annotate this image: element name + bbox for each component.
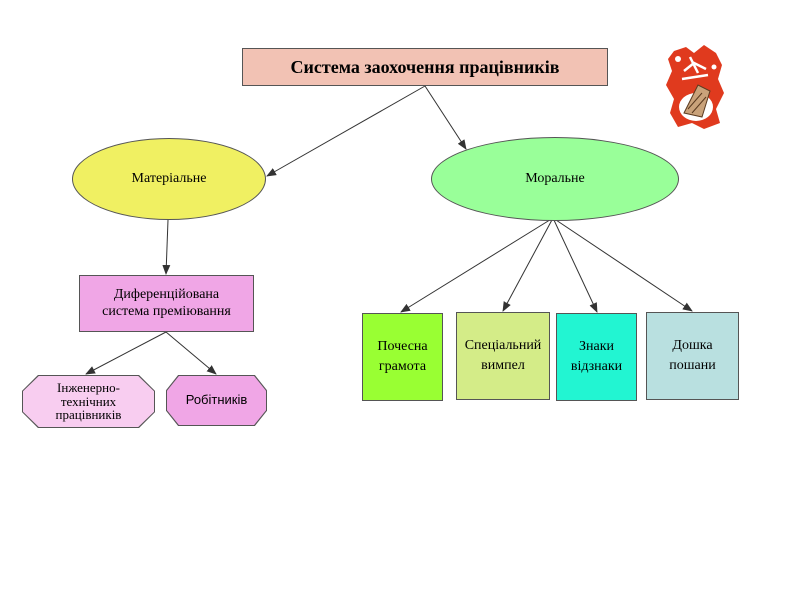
moral-item-honor-board: Дошка пошани (646, 312, 739, 400)
arrow-moral-item4 (552, 217, 693, 312)
award-emblem-icon (666, 45, 724, 129)
moral-item-badges: Знаки відзнаки (556, 313, 637, 401)
moral-item-label: Знаки відзнаки (570, 339, 623, 374)
differentiated-bonus-node: Диференційована система преміювання (79, 275, 254, 332)
root-label: Система заохочення працівників (290, 56, 560, 77)
moral-item-label: Почесна грамота (377, 339, 428, 374)
workers-node: Робітників (167, 376, 266, 425)
root-node: Система заохочення працівників (242, 48, 608, 86)
arrow-root-moral (424, 85, 467, 150)
differentiated-label: Диференційована система преміювання (102, 287, 231, 319)
workers-label: Робітників (185, 392, 248, 408)
arrow-moral-item3 (552, 217, 598, 313)
arrow-differentiated-workers (165, 331, 217, 375)
arrow-moral-item2 (502, 217, 554, 312)
engineers-label: Інженерно-технічних працівників (55, 380, 122, 423)
material-label: Матеріальне (131, 170, 207, 186)
moral-item-special-pennant: Спеціальний вимпел (456, 312, 550, 400)
moral-item-label: Дошка пошани (669, 338, 716, 373)
arrow-root-material (266, 85, 426, 177)
arrow-moral-item1 (400, 217, 554, 313)
moral-node: Моральне (431, 137, 679, 221)
moral-label: Моральне (525, 170, 585, 186)
engineers-node: Інженерно-технічних працівників (23, 376, 154, 427)
moral-item-honorary-certificate: Почесна грамота (362, 313, 443, 401)
arrow-material-differentiated (162, 219, 171, 275)
arrow-differentiated-engineers (85, 331, 167, 375)
moral-item-label: Спеціальний вимпел (464, 338, 542, 373)
material-node: Матеріальне (72, 138, 266, 220)
